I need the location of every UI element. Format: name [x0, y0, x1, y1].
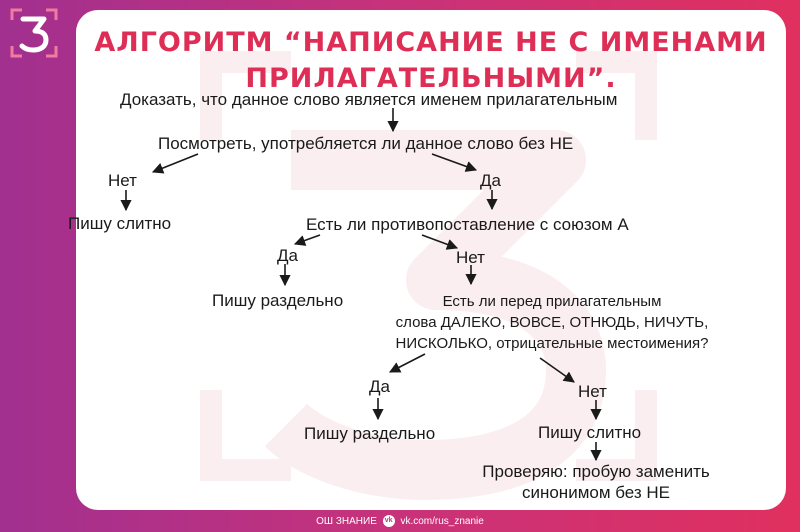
question-intensifiers-line-1: Есть ли перед прилагательным	[442, 293, 662, 310]
branch-yes-3: Да	[369, 377, 390, 396]
footer-link[interactable]: vk.com/rus_znanie	[400, 516, 484, 527]
brand-logo-icon	[10, 8, 58, 58]
watermark-logo-icon	[200, 51, 657, 500]
check-synonym-line-1: Проверяю: пробую заменить	[482, 462, 710, 481]
question-intensifiers-line-3: НИСКОЛЬКО, отрицательные местоимения?	[395, 335, 709, 352]
branch-no-3: Нет	[578, 382, 607, 401]
vk-icon: vk	[382, 515, 395, 528]
question-contrast-a: Есть ли противопоставление с союзом А	[306, 215, 629, 234]
result-write-separate-2: Пишу раздельно	[304, 424, 436, 443]
branch-yes-1: Да	[480, 171, 501, 190]
arrow-question2-to-yes2	[293, 234, 321, 246]
check-synonym: Проверяю: пробую заменить синонимом без …	[460, 461, 732, 503]
branch-no-2: Нет	[456, 248, 485, 267]
result-write-merged-1: Пишу слитно	[68, 214, 172, 233]
content-card: АЛГОРИТМ “НАПИСАНИЕ НЕ С ИМЕНАМИ ПРИЛАГА…	[76, 10, 786, 510]
arrow-question2-to-no2	[421, 234, 459, 250]
question-intensifiers-line-2: слова ДАЛЕКО, ВОВСЕ, ОТНЮДЬ, НИЧУТЬ,	[395, 314, 709, 331]
arrow-step2-to-yes1	[431, 153, 478, 172]
result-write-separate-1: Пишу раздельно	[212, 291, 344, 310]
result-write-merged-2: Пишу слитно	[538, 423, 642, 442]
title-line-2: ПРИЛАГАТЕЛЬНЫМИ”.	[245, 63, 617, 94]
arrow-step2-to-no1	[151, 153, 199, 174]
footer: ОШ ЗНАНИЕ vk vk.com/rus_znanie	[0, 512, 800, 532]
branch-no-1: Нет	[108, 171, 137, 190]
title-line-1: АЛГОРИТМ “НАПИСАНИЕ НЕ С ИМЕНАМИ	[94, 27, 768, 58]
footer-brand: ОШ ЗНАНИЕ	[316, 516, 377, 527]
arrow-question3-to-no3	[539, 357, 575, 383]
branch-yes-2: Да	[277, 246, 298, 265]
question-intensifiers: Есть ли перед прилагательным слова ДАЛЕК…	[378, 291, 726, 354]
step-check-without-ne: Посмотреть, употребляется ли данное слов…	[158, 134, 574, 153]
check-synonym-line-2: синонимом без НЕ	[521, 483, 671, 502]
arrow-question3-to-yes3	[389, 353, 426, 373]
step-prove-adjective: Доказать, что данное слово является имен…	[120, 90, 618, 109]
